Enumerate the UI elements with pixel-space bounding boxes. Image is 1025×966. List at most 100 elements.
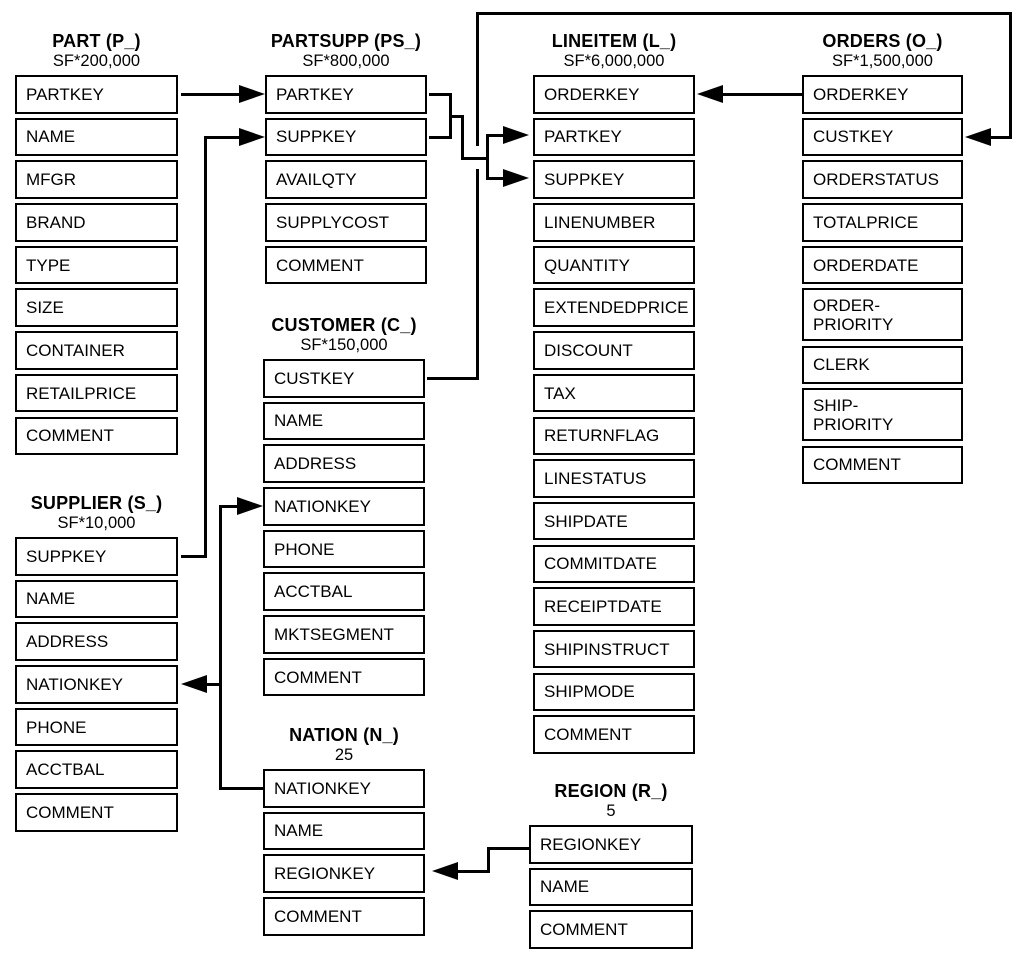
column-row-name: NAME	[15, 117, 178, 157]
column-row-brand: BRAND	[15, 203, 178, 242]
line-segment	[990, 135, 1011, 139]
column-row-quantity: QUANTITY	[533, 245, 695, 285]
arrowhead-right-icon	[503, 169, 529, 187]
column-label: SUPPKEY	[276, 127, 357, 147]
column-label: ORDERSTATUS	[813, 170, 939, 190]
column-label: COMMENT	[276, 255, 364, 275]
column-row-receiptdate: RECEIPTDATE	[533, 587, 695, 626]
column-row-discount: DISCOUNT	[533, 331, 695, 370]
column-row-comment: COMMENT	[15, 793, 178, 832]
column-row-phone: PHONE	[15, 707, 178, 747]
column-row-acctbal: ACCTBAL	[15, 750, 178, 789]
line-segment	[487, 846, 490, 873]
arrowhead-left-icon	[697, 85, 723, 103]
arrowhead-right-icon	[237, 497, 263, 515]
column-row-comment: COMMENT	[263, 657, 425, 697]
arrowhead-right-icon	[239, 85, 265, 103]
column-row-name: NAME	[263, 401, 425, 441]
column-label: TYPE	[26, 255, 71, 275]
column-label: SUPPKEY	[26, 546, 107, 566]
column-row-acctbal: ACCTBAL	[263, 572, 425, 611]
column-label: NAME	[274, 821, 324, 841]
column-row-orderstatus: ORDERSTATUS	[802, 160, 963, 199]
table-customer-title: CUSTOMER (C_)	[271, 315, 417, 335]
column-row-shipdate: SHIPDATE	[533, 501, 695, 541]
table-customer-cardinality: SF*150,000	[300, 336, 388, 354]
line-segment	[1008, 11, 1012, 139]
table-lineitem-title: LINEITEM (L_)	[551, 31, 677, 51]
table-region-title: REGION (R_)	[554, 781, 668, 801]
column-row-custkey: CUSTKEY	[263, 359, 425, 398]
table-partsupp-cardinality: SF*800,000	[302, 52, 390, 70]
column-label: NATIONKEY	[274, 778, 371, 798]
column-row-container: CONTAINER	[15, 331, 178, 370]
column-label: REGIONKEY	[540, 834, 642, 854]
column-label: MFGR	[26, 170, 77, 190]
column-label: COMMENT	[274, 906, 362, 926]
column-label: PHONE	[274, 539, 335, 559]
line-segment	[429, 135, 452, 139]
column-row-nationkey: NATIONKEY	[15, 665, 178, 704]
column-label: SHIPINSTRUCT	[544, 639, 670, 659]
line-segment	[487, 846, 529, 850]
arrowhead-left-icon	[181, 675, 207, 693]
column-label: SUPPLYCOST	[276, 212, 390, 232]
column-label: QUANTITY	[544, 255, 630, 275]
column-row-nationkey: NATIONKEY	[263, 769, 425, 808]
column-row-suppkey: SUPPKEY	[533, 160, 695, 199]
column-label: ACCTBAL	[26, 760, 105, 780]
column-label: COMMENT	[813, 455, 901, 475]
column-row-partkey: PARTKEY	[265, 75, 427, 114]
line-segment	[486, 133, 489, 180]
line-segment	[722, 93, 802, 96]
column-row-suppkey: SUPPKEY	[265, 117, 427, 157]
column-label: RETAILPRICE	[26, 383, 137, 403]
line-segment	[475, 11, 1012, 15]
column-label: ORDERKEY	[544, 84, 640, 104]
column-row-partkey: PARTKEY	[15, 75, 178, 114]
column-row-shipmode: SHIPMODE	[533, 672, 695, 712]
column-label: BRAND	[26, 212, 86, 232]
column-row-name: NAME	[529, 867, 693, 907]
column-label: NAME	[26, 589, 76, 609]
line-segment	[429, 93, 452, 96]
column-label: RETURNFLAG	[544, 426, 660, 446]
column-row-mfgr: MFGR	[15, 160, 178, 199]
column-row-commitdate: COMMITDATE	[533, 544, 695, 584]
column-label: NATIONKEY	[274, 496, 371, 516]
column-label: ADDRESS	[274, 454, 357, 474]
column-label: SHIPDATE	[544, 511, 628, 531]
column-label: SUPPKEY	[544, 170, 625, 190]
line-segment	[461, 114, 464, 160]
column-label: COMMENT	[544, 725, 632, 745]
column-label: COMMENT	[26, 802, 114, 822]
line-segment	[219, 504, 237, 508]
column-row-mktsegment: MKTSEGMENT	[263, 615, 425, 654]
column-label: SHIP- PRIORITY	[813, 395, 894, 434]
column-row-returnflag: RETURNFLAG	[533, 416, 695, 455]
column-label: MKTSEGMENT	[274, 624, 394, 644]
column-row-suppkey: SUPPKEY	[15, 537, 178, 576]
column-row-comment: COMMENT	[15, 416, 178, 455]
column-row-comment: COMMENT	[263, 897, 425, 936]
column-label: NATIONKEY	[26, 674, 123, 694]
column-row-size: SIZE	[15, 288, 178, 327]
column-row-ship-priority: SHIP- PRIORITY	[802, 388, 963, 442]
table-part-cardinality: SF*200,000	[52, 52, 141, 70]
column-row-orderdate: ORDERDATE	[802, 245, 963, 285]
column-row-name: NAME	[15, 579, 178, 619]
column-label: ORDER- PRIORITY	[813, 295, 894, 334]
column-label: COMMENT	[26, 426, 114, 446]
arrowhead-left-icon	[965, 128, 991, 146]
arrowhead-right-icon	[239, 128, 265, 146]
column-row-type: TYPE	[15, 245, 178, 285]
